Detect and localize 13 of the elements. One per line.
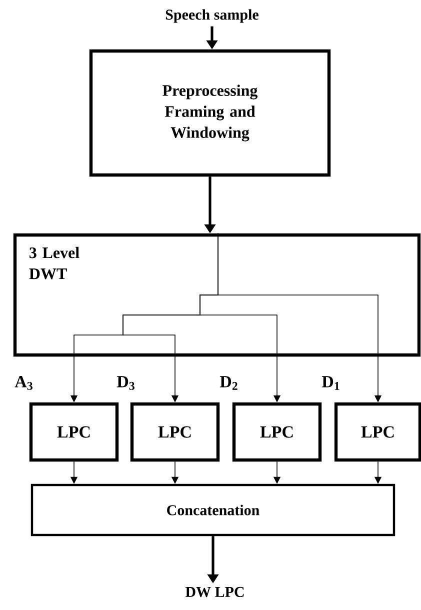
output-label: DW LPC (185, 586, 244, 598)
edge-label: D$_{2}$ (218, 375, 240, 391)
lpc-box: LPC (130, 402, 220, 462)
process-box: Concatenation (30, 484, 396, 536)
edge-label: A$_{3}$ (14, 375, 34, 391)
input-label: Speech sample (166, 9, 258, 23)
lpc-box: LPC (29, 402, 119, 462)
process-box: Preprocessing Framing and Windowing (89, 49, 331, 177)
edge-label: D$_{3}$ (116, 375, 136, 391)
transform-box: 3 Level DWT (13, 233, 421, 357)
edge-label: D$_{1}$ (320, 375, 342, 391)
lpc-box: LPC (232, 402, 322, 462)
lpc-box: LPC (334, 402, 421, 462)
